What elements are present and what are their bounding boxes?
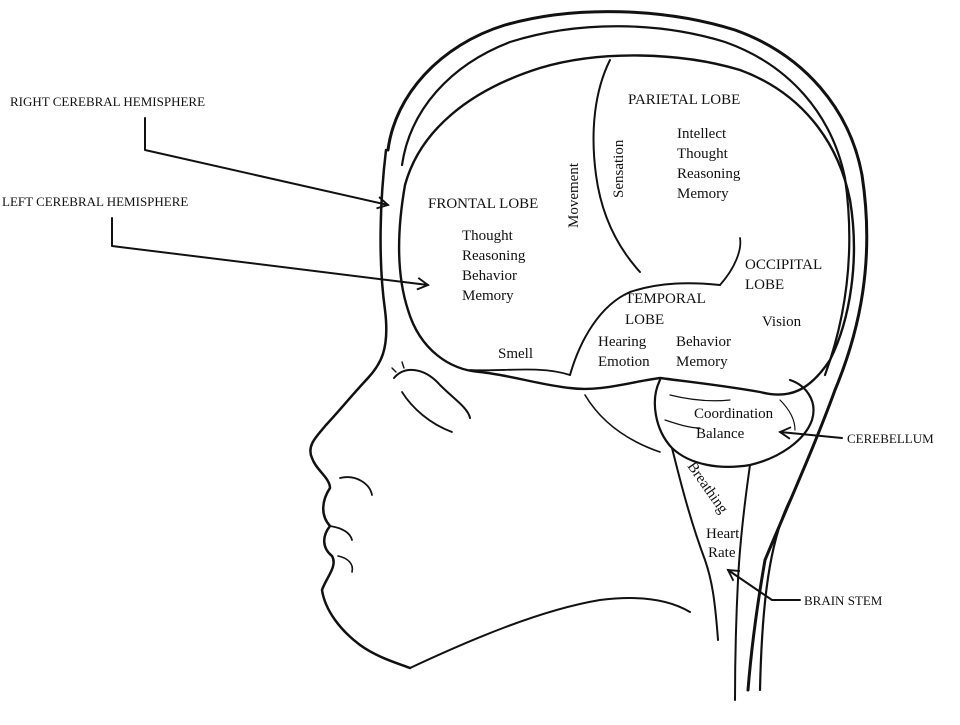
- brain-stem-front: [671, 447, 719, 641]
- head-outline: [309, 10, 869, 692]
- temporal-lobe-title-line2: LOBE: [625, 312, 664, 328]
- cerebellum-function: Coordination: [694, 406, 774, 422]
- parietal-function: Thought: [677, 146, 729, 162]
- occipital-lobe-title-line2: LOBE: [745, 277, 784, 293]
- lateral-fissure: [569, 282, 721, 376]
- temporal-function: Behavior: [676, 334, 731, 350]
- frontal-function: Reasoning: [462, 248, 526, 264]
- cerebellum-labels: Coordination Balance: [694, 406, 774, 442]
- frontal-base: [469, 368, 571, 376]
- mouth: [329, 525, 353, 541]
- callout-labels: RIGHT CEREBRAL HEMISPHERE LEFT CEREBRAL …: [2, 94, 934, 608]
- skull-outer: [386, 10, 869, 692]
- arrow-right-hemisphere: [144, 117, 390, 210]
- neck-front: [409, 597, 691, 669]
- eye-lower: [401, 391, 453, 433]
- eye-lid: [393, 369, 471, 419]
- brain-stem-labels: Breathing Heart Rate: [684, 459, 740, 561]
- nostril: [339, 476, 373, 496]
- cerebrum-edge: [397, 54, 856, 396]
- parietal-function: Reasoning: [677, 166, 741, 182]
- brain-stem-heart: Heart: [706, 526, 740, 542]
- parietal-lobe-title: PARIETAL LOBE: [628, 92, 740, 108]
- brain-stem-rate: Rate: [708, 545, 736, 561]
- temporal-function: Memory: [676, 354, 728, 370]
- parietal-function: Memory: [677, 186, 729, 202]
- occipital-lobe-labels: OCCIPITAL LOBE Vision: [745, 257, 822, 330]
- temporal-lobe-title-line1: TEMPORAL: [625, 291, 706, 307]
- frontal-function: Behavior: [462, 268, 517, 284]
- neck-back: [758, 498, 792, 692]
- frontal-function: Memory: [462, 288, 514, 304]
- parietal-sensation: Sensation: [611, 139, 627, 198]
- temporal-lobe-labels: TEMPORAL LOBE Hearing Emotion Behavior M…: [598, 291, 731, 370]
- temporal-function: Emotion: [598, 354, 650, 370]
- face-profile: [309, 148, 412, 670]
- label-left-hemisphere: LEFT CEREBRAL HEMISPHERE: [2, 194, 188, 209]
- label-cerebellum: CEREBELLUM: [847, 431, 934, 446]
- frontal-lobe-title: FRONTAL LOBE: [428, 196, 538, 212]
- occipital-lobe-title-line1: OCCIPITAL: [745, 257, 822, 273]
- central-sulcus: [592, 59, 641, 273]
- temporal-function: Hearing: [598, 334, 647, 350]
- label-right-hemisphere: RIGHT CEREBRAL HEMISPHERE: [10, 94, 205, 109]
- cerebellum-function: Balance: [696, 426, 745, 442]
- eye-lash: [391, 361, 405, 373]
- arrow-left-hemisphere: [111, 217, 430, 291]
- callout-arrows: [111, 117, 843, 601]
- arrow-cerebellum: [778, 426, 843, 440]
- frontal-lobe-labels: FRONTAL LOBE Thought Reasoning Behavior …: [428, 162, 582, 362]
- frontal-movement: Movement: [566, 162, 582, 228]
- frontal-smell: Smell: [498, 346, 533, 362]
- occipital-boundary: [719, 237, 742, 286]
- arrow-brain-stem: [726, 568, 801, 601]
- brain-underside: [584, 394, 661, 453]
- skull-inner: [400, 25, 851, 377]
- occipital-vision: Vision: [762, 314, 802, 330]
- parietal-lobe-labels: PARIETAL LOBE Sensation Intellect Though…: [611, 92, 741, 202]
- lip-lower: [337, 555, 354, 573]
- cerebellum-folds: [664, 394, 796, 431]
- label-brain-stem: BRAIN STEM: [804, 593, 883, 608]
- frontal-function: Thought: [462, 228, 514, 244]
- parietal-function: Intellect: [677, 126, 727, 142]
